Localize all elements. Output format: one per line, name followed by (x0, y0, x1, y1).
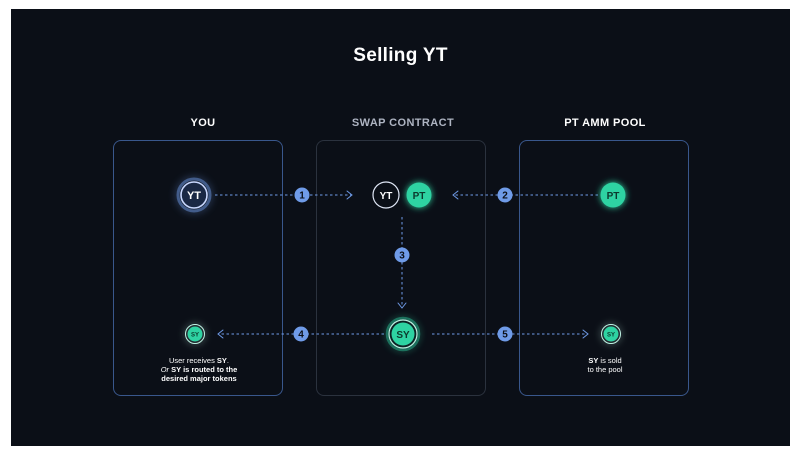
column-title-pt-amm-pool: PT AMM POOL (564, 117, 646, 129)
svg-text:SY: SY (396, 330, 410, 341)
arrow-1-head (346, 190, 353, 200)
arrow-5-head (582, 329, 589, 339)
sy-token-pool: SY (601, 324, 621, 344)
svg-text:3: 3 (399, 251, 405, 262)
pt-token-swap: PT (406, 182, 432, 208)
step-badge-1: 1 (294, 187, 310, 203)
step-badge-3: 3 (394, 247, 410, 263)
sy-token-user: SY (185, 324, 205, 344)
arrow-3-head (397, 302, 407, 309)
svg-text:YT: YT (380, 191, 393, 202)
yt-token-user: YT (176, 177, 212, 213)
yt-token-swap: YT (372, 181, 400, 209)
panel-pt-amm-pool (519, 140, 689, 396)
caption-you: User receives SY. Or SY is routed to the… (160, 356, 238, 383)
svg-text:5: 5 (502, 330, 508, 341)
pt-token-pool: PT (600, 182, 626, 208)
svg-text:SY: SY (607, 333, 615, 339)
panel-you (113, 140, 283, 396)
arrow-2-head (452, 190, 459, 200)
diagram-canvas: Selling YT YOU SWAP CONTRACT PT AMM POOL (11, 9, 790, 446)
step-badge-5: 5 (497, 326, 513, 342)
arrow-4-head (217, 329, 224, 339)
caption-pool: SY is sold to the pool (587, 356, 623, 374)
step-badge-4: 4 (293, 326, 309, 342)
column-title-you: YOU (190, 117, 216, 129)
column-title-swap-contract: SWAP CONTRACT (351, 117, 455, 129)
svg-text:4: 4 (298, 330, 304, 341)
svg-text:1: 1 (299, 191, 305, 202)
sy-token-swap: SY (385, 316, 421, 352)
svg-text:2: 2 (502, 191, 508, 202)
panel-swap-contract (316, 140, 486, 396)
svg-text:YT: YT (187, 190, 201, 202)
svg-text:PT: PT (607, 191, 620, 202)
svg-text:PT: PT (413, 191, 426, 202)
diagram-title: Selling YT (353, 45, 448, 66)
flow-diagram: 1 2 3 4 5 YT YT (176, 177, 626, 352)
svg-text:SY: SY (191, 333, 199, 339)
step-badge-2: 2 (497, 187, 513, 203)
